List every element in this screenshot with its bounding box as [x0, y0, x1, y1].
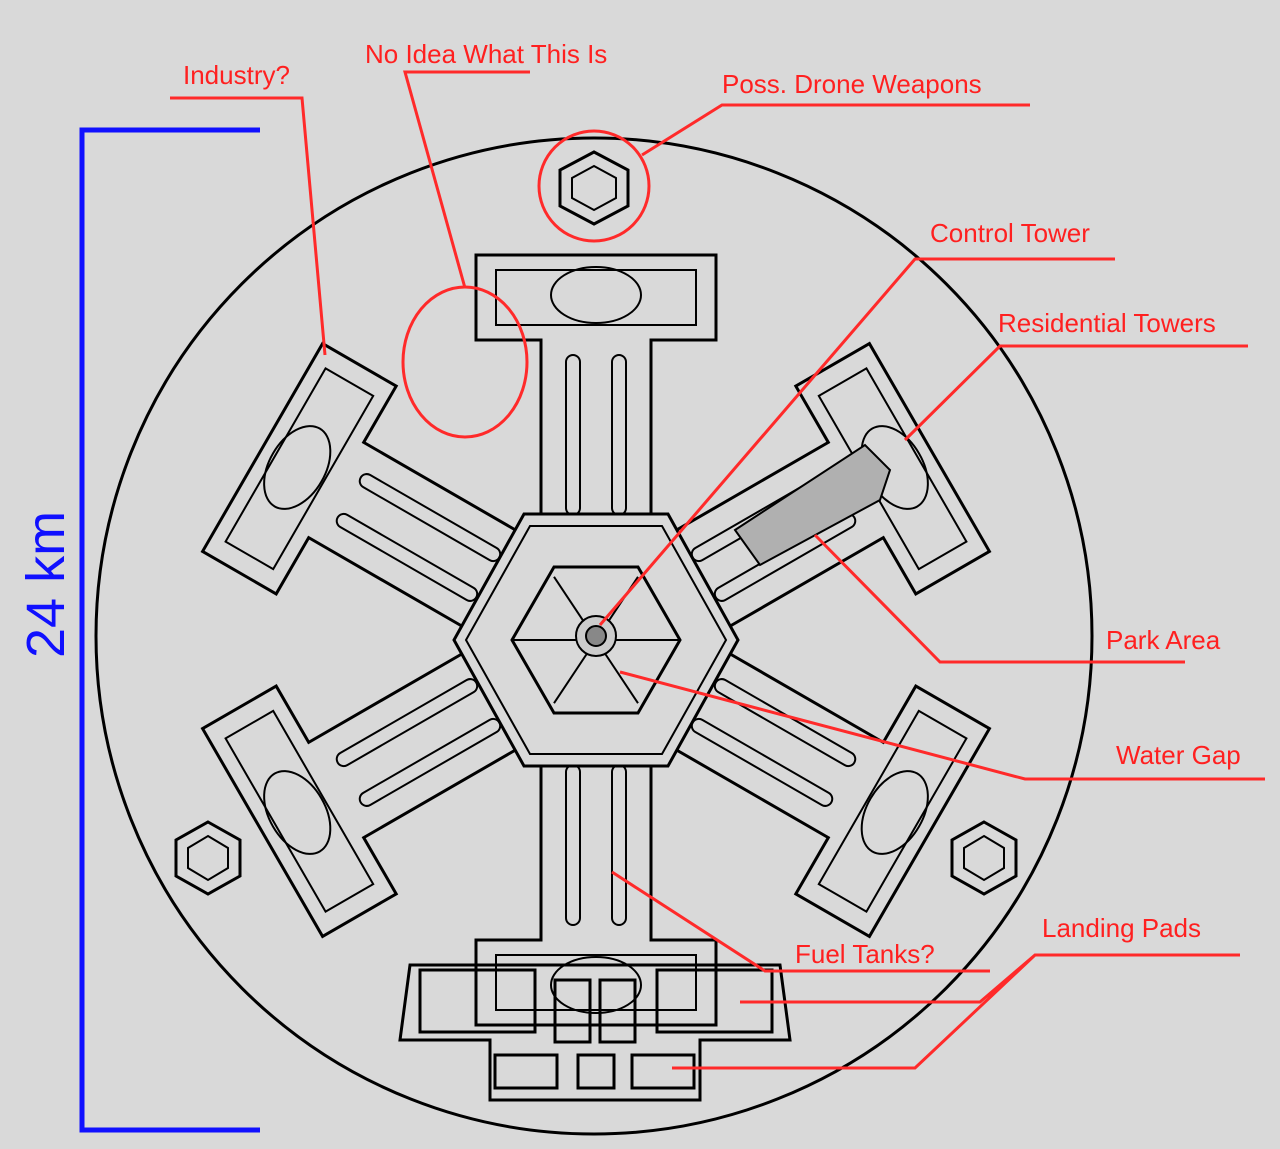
scale-label: 24 km: [16, 511, 76, 658]
annotation-fuel-tanks: Fuel Tanks?: [611, 870, 990, 973]
arm-4: [200, 651, 521, 939]
annotation-residential: Residential Towers: [903, 308, 1248, 442]
landing-pads: [398, 963, 792, 1102]
drone-weapon-right: [950, 820, 1018, 896]
annotation-no-idea: No Idea What This Is: [365, 39, 607, 439]
svg-text:Poss. Drone Weapons: Poss. Drone Weapons: [722, 69, 982, 99]
annotation-control-tower: Control Tower: [598, 218, 1115, 626]
annotation-drone-weapons: Poss. Drone Weapons: [537, 69, 1030, 243]
station-outline: [94, 136, 1094, 1136]
svg-text:Fuel Tanks?: Fuel Tanks?: [795, 939, 935, 969]
annotation-landing-pads: Landing Pads: [672, 913, 1240, 1070]
svg-text:Park Area: Park Area: [1106, 625, 1221, 655]
svg-text:Residential Towers: Residential Towers: [998, 308, 1216, 338]
park-area: [733, 443, 892, 567]
svg-text:Landing Pads: Landing Pads: [1042, 913, 1201, 943]
arm-5: [200, 341, 521, 629]
arms: [200, 253, 992, 1027]
svg-text:Water Gap: Water Gap: [1116, 740, 1241, 770]
arm-3: [474, 760, 718, 1027]
svg-text:Industry?: Industry?: [183, 60, 290, 90]
svg-text:No Idea What This Is: No Idea What This Is: [365, 39, 607, 69]
arm-0: [474, 253, 718, 520]
drone-weapon-top: [558, 150, 630, 226]
annotation-water-gap: Water Gap: [619, 670, 1265, 781]
drone-weapon-left: [174, 820, 242, 896]
annotation-park: Park Area: [813, 533, 1221, 664]
annotation-industry: Industry?: [170, 60, 327, 356]
svg-text:Control Tower: Control Tower: [930, 218, 1090, 248]
scale-bar: [79, 127, 260, 1133]
